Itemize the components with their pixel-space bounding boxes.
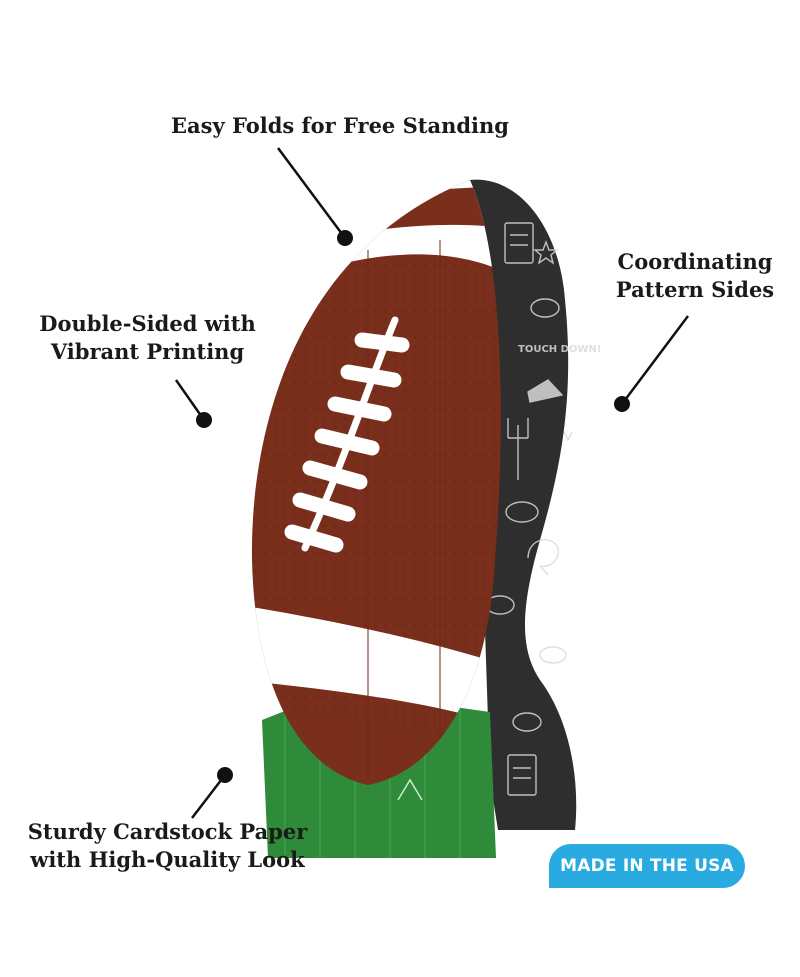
clipboard-icon [507,754,537,796]
callout-sturdy: Sturdy Cardstock Paper with High-Quality… [20,818,315,874]
callout-double-sided: Double-Sided with Vibrant Printing [30,310,265,366]
callout-sturdy-line2: with High-Quality Look [30,847,305,872]
cleat-icon [527,379,564,403]
callout-coordinating-line2: Pattern Sides [615,277,775,302]
callout-dot-icon [337,230,353,246]
touchdown-label: TOUCH DOWN! [518,344,601,355]
callout-easy-folds-text: Easy Folds for Free Standing [171,113,509,138]
callout-dot-icon [196,412,212,428]
callout-double-sided-line2: Vibrant Printing [50,339,245,364]
callout-dot-icon [217,767,233,783]
callout-coordinating: Coordinating Pattern Sides [600,248,790,304]
callout-sturdy-line1: Sturdy Cardstock Paper [27,819,308,844]
football-laces [284,316,410,553]
callout-dot-icon [614,396,630,412]
callout-coordinating-line1: Coordinating [617,249,773,274]
made-in-usa-badge: MADE IN THE USA [549,844,745,888]
goalpost-icon [507,418,529,480]
callout-double-sided-line1: Double-Sided with [39,311,256,336]
football-body [251,180,501,785]
helmet-icon [527,539,559,576]
star-icon [533,240,559,265]
callout-easy-folds: Easy Folds for Free Standing [150,112,530,140]
clipboard-icon [504,222,534,264]
callout-leaders [174,147,689,819]
